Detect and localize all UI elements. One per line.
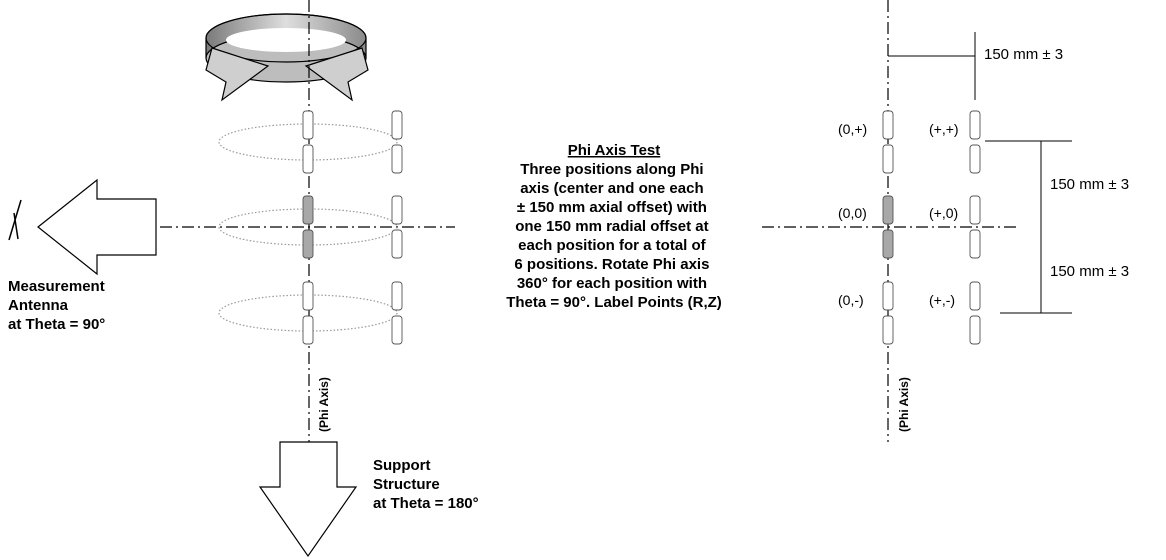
axial-offset-upper-label: 150 mm ± 3 — [1050, 176, 1129, 193]
test-description: Three positions along Phi axis (center a… — [506, 161, 722, 311]
test-title: Phi Axis Test — [568, 142, 661, 159]
radial-offset-label: 150 mm ± 3 — [984, 46, 1063, 63]
point-label-zero-minus: (0,-) — [838, 292, 864, 308]
left-cylinder-center-lower-top — [302, 281, 314, 311]
left-cylinder-group — [302, 110, 403, 345]
point-label-zero-zero: (0,0) — [838, 205, 867, 221]
left-cylinder-center-middle-bottom — [302, 229, 314, 259]
point-label-plus-plus: (+,+) — [929, 121, 959, 137]
right-cylinder-plus-plus-bottom — [969, 144, 981, 174]
left-cylinder-offset-lower-top — [391, 281, 403, 311]
rotation-arrow-icon — [205, 13, 369, 102]
left-cylinder-offset-lower-bottom — [391, 315, 403, 345]
right-cylinder-plus-minus-bottom — [969, 315, 981, 345]
measurement-antenna-icon — [8, 178, 157, 276]
right-cylinder-plus-zero-top — [969, 195, 981, 225]
axial-offset-dimension — [985, 140, 1072, 314]
right-cylinder-group — [882, 110, 981, 345]
right-cylinder-zero-zero-top — [882, 195, 894, 225]
point-label-zero-plus: (0,+) — [838, 121, 867, 137]
support-structure-label: Support Structure at Theta = 180° — [373, 457, 479, 512]
support-structure-icon — [258, 441, 358, 558]
point-label-plus-zero: (+,0) — [929, 205, 958, 221]
right-cylinder-zero-plus-bottom — [882, 144, 894, 174]
left-cylinder-offset-upper-top — [391, 110, 403, 140]
point-label-plus-minus: (+,-) — [929, 292, 955, 308]
right-cylinder-zero-zero-bottom — [882, 229, 894, 259]
right-cylinder-zero-minus-top — [882, 281, 894, 311]
left-cylinder-offset-middle-bottom — [391, 229, 403, 259]
right-cylinder-plus-zero-bottom — [969, 229, 981, 259]
phi-axis-label-right: (Phi Axis) — [897, 377, 911, 432]
radial-offset-dimension — [888, 32, 976, 100]
left-cylinder-center-upper-top — [302, 110, 314, 140]
right-cylinder-zero-minus-bottom — [882, 315, 894, 345]
left-cylinder-center-middle-top — [302, 195, 314, 225]
left-cylinder-offset-upper-bottom — [391, 144, 403, 174]
right-cylinder-plus-plus-top — [969, 110, 981, 140]
right-cylinder-zero-plus-top — [882, 110, 894, 140]
left-cylinder-offset-middle-top — [391, 195, 403, 225]
measurement-antenna-label: Measurement Antenna at Theta = 90° — [8, 278, 109, 333]
point-labels: (0,+) (+,+) (0,0) (+,0) (0,-) (+,-) — [838, 121, 959, 308]
left-cylinder-center-lower-bottom — [302, 315, 314, 345]
axial-offset-lower-label: 150 mm ± 3 — [1050, 263, 1129, 280]
right-cylinder-plus-minus-top — [969, 281, 981, 311]
left-cylinder-center-upper-bottom — [302, 144, 314, 174]
phi-axis-label-left: (Phi Axis) — [317, 377, 331, 432]
